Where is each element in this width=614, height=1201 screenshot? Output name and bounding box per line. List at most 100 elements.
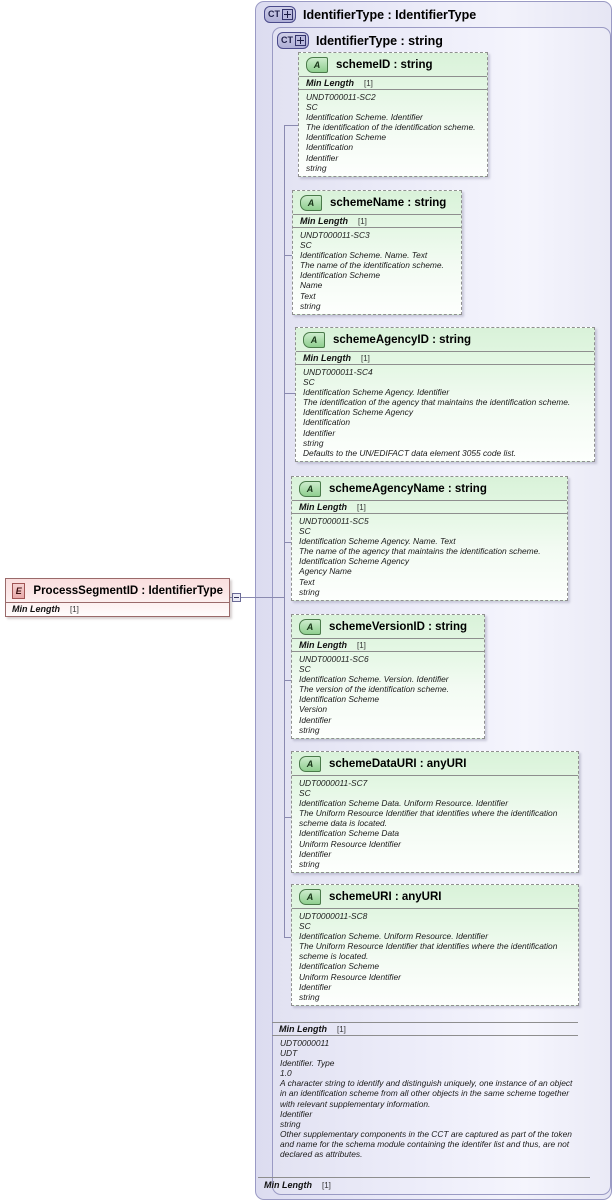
attribute-icon-label: A bbox=[306, 892, 314, 902]
element-title: ProcessSegmentID : IdentifierType bbox=[33, 585, 223, 597]
doc-line: string bbox=[299, 991, 320, 1002]
doc-line: The identification of the identification… bbox=[306, 122, 476, 133]
complextype-inner-header[interactable]: CT IdentifierType : string bbox=[277, 32, 443, 49]
doc-line: Identification Scheme Data bbox=[299, 828, 400, 839]
doc-line: SC bbox=[300, 240, 312, 251]
doc-line: Identification Scheme Agency bbox=[303, 407, 414, 418]
attribute-facet-row: Min Length [1] bbox=[292, 638, 484, 652]
facet-label: Min Length bbox=[279, 1024, 327, 1034]
attribute-header: A schemeAgencyID : string bbox=[296, 328, 594, 351]
facet-label: Min Length bbox=[300, 216, 348, 226]
complextype-outer-facet-row: Min Length [1] bbox=[258, 1177, 590, 1192]
doc-line: UDT0000011-SC8 bbox=[299, 911, 368, 921]
attribute-documentation: UDT0000011-SC7 SC Identification Scheme … bbox=[292, 776, 578, 872]
attribute-schemename[interactable]: A schemeName : string Min Length [1] UND… bbox=[292, 190, 462, 315]
attribute-facet-row: Min Length [1] bbox=[292, 500, 567, 514]
attribute-schemeuri[interactable]: A schemeURI : anyURI UDT0000011-SC8 SC I… bbox=[291, 884, 579, 1006]
doc-line: Identifier bbox=[299, 981, 332, 992]
element-processsegmentid[interactable]: E ProcessSegmentID : IdentifierType Min … bbox=[5, 578, 230, 617]
doc-line: Identifier bbox=[303, 427, 336, 438]
connector-branch bbox=[284, 817, 291, 818]
doc-line: Uniform Resource Identifier bbox=[299, 971, 401, 982]
complextype-outer-header[interactable]: CT IdentifierType : IdentifierType bbox=[264, 6, 476, 23]
facet-value: [1] bbox=[357, 503, 366, 512]
plus-icon[interactable] bbox=[282, 9, 293, 20]
doc-line: Identification Scheme bbox=[306, 132, 387, 143]
doc-line: Text bbox=[299, 576, 315, 587]
doc-line: 1.0 bbox=[280, 1068, 292, 1079]
doc-line: Identification Scheme Agency bbox=[299, 556, 410, 567]
attribute-header: A schemeAgencyName : string bbox=[292, 477, 567, 500]
plus-icon-inner[interactable] bbox=[295, 35, 306, 46]
complextype-expand-icon[interactable]: CT bbox=[264, 6, 296, 23]
doc-line: UNDT000011-SC6 bbox=[299, 654, 369, 664]
element-facet-row: Min Length [1] bbox=[6, 602, 229, 616]
facet-value: [1] bbox=[70, 605, 79, 614]
doc-line: UNDT000011-SC5 bbox=[299, 516, 369, 526]
connector-branch bbox=[284, 393, 295, 394]
attribute-schemeagencyid[interactable]: A schemeAgencyID : string Min Length [1]… bbox=[295, 327, 595, 462]
doc-line: Version bbox=[299, 704, 328, 715]
doc-line: SC bbox=[299, 788, 311, 799]
doc-line: A character string to identify and disti… bbox=[280, 1078, 573, 1109]
attribute-schemedatauri[interactable]: A schemeDataURI : anyURI UDT0000011-SC7 … bbox=[291, 751, 579, 873]
doc-line: Defaults to the UN/EDIFACT data element … bbox=[303, 447, 517, 458]
attribute-icon-label: A bbox=[313, 60, 321, 70]
doc-line: Identification bbox=[306, 142, 354, 153]
connector-segment bbox=[230, 597, 233, 598]
doc-line: string bbox=[300, 300, 321, 311]
attribute-icon: A bbox=[299, 619, 321, 635]
doc-line: UNDT000011-SC4 bbox=[303, 367, 373, 377]
attribute-schemeid[interactable]: A schemeID : string Min Length [1] UNDT0… bbox=[298, 52, 488, 177]
doc-line: Uniform Resource Identifier bbox=[299, 838, 401, 849]
facet-label: Min Length bbox=[299, 640, 347, 650]
doc-line: The name of the agency that maintains th… bbox=[299, 546, 541, 557]
complextype-expand-icon-inner[interactable]: CT bbox=[277, 32, 309, 49]
doc-line: Identification Scheme. Name. Text bbox=[300, 250, 428, 261]
complextype-inner-title: IdentifierType : string bbox=[316, 33, 443, 48]
connector-branch bbox=[284, 937, 291, 938]
facet-value: [1] bbox=[364, 79, 373, 88]
complextype-outer-title: IdentifierType : IdentifierType bbox=[303, 7, 477, 22]
facet-label: Min Length bbox=[12, 604, 60, 614]
doc-line: Identification Scheme. Identifier bbox=[306, 112, 423, 123]
doc-line: Identifier bbox=[306, 152, 339, 163]
attribute-header: A schemeURI : anyURI bbox=[292, 885, 578, 908]
doc-line: Identification Scheme. Uniform Resource.… bbox=[299, 931, 488, 942]
doc-line: Identification Scheme. Version. Identifi… bbox=[299, 674, 449, 685]
attribute-icon: A bbox=[300, 195, 322, 211]
facet-value: [1] bbox=[361, 354, 370, 363]
attribute-facet-row: Min Length [1] bbox=[299, 76, 487, 90]
connector-branch bbox=[284, 125, 298, 126]
doc-line: Identifier bbox=[299, 848, 332, 859]
attribute-title: schemeAgencyID : string bbox=[333, 334, 472, 346]
attribute-facet-row: Min Length [1] bbox=[296, 351, 594, 365]
inner-facet-row: Min Length [1] bbox=[272, 1022, 578, 1036]
doc-line: string bbox=[299, 586, 320, 597]
facet-value: [1] bbox=[358, 217, 367, 226]
attribute-header: A schemeVersionID : string bbox=[292, 615, 484, 638]
doc-line: UNDT000011-SC3 bbox=[300, 230, 370, 240]
attribute-icon: A bbox=[299, 756, 321, 772]
connector-branch bbox=[284, 542, 291, 543]
attribute-header: A schemeDataURI : anyURI bbox=[292, 752, 578, 775]
attribute-title: schemeVersionID : string bbox=[329, 621, 468, 633]
attribute-schemeagencyname[interactable]: A schemeAgencyName : string Min Length [… bbox=[291, 476, 568, 601]
doc-line: Agency Name bbox=[299, 566, 352, 577]
attribute-schemeversionid[interactable]: A schemeVersionID : string Min Length [1… bbox=[291, 614, 485, 739]
doc-line: Identification Scheme Agency. Identifier bbox=[303, 387, 450, 398]
doc-line: Identification Scheme bbox=[299, 694, 380, 705]
attribute-title: schemeID : string bbox=[336, 59, 433, 71]
attribute-icon-label: A bbox=[310, 335, 318, 345]
attribute-icon: A bbox=[306, 57, 328, 73]
doc-line: The Uniform Resource Identifier that ide… bbox=[299, 941, 558, 962]
attribute-documentation: UNDT000011-SC2 SC Identification Scheme.… bbox=[299, 90, 487, 176]
attribute-documentation: UNDT000011-SC6 SC Identification Scheme.… bbox=[292, 652, 484, 738]
doc-line: string bbox=[306, 162, 327, 173]
expand-collapse-toggle[interactable] bbox=[232, 593, 241, 602]
attribute-documentation: UNDT000011-SC3 SC Identification Scheme.… bbox=[293, 228, 461, 314]
doc-line: Identifier bbox=[280, 1108, 313, 1119]
complextype-inner-icon-label: CT bbox=[281, 35, 293, 45]
attribute-header: A schemeName : string bbox=[293, 191, 461, 214]
